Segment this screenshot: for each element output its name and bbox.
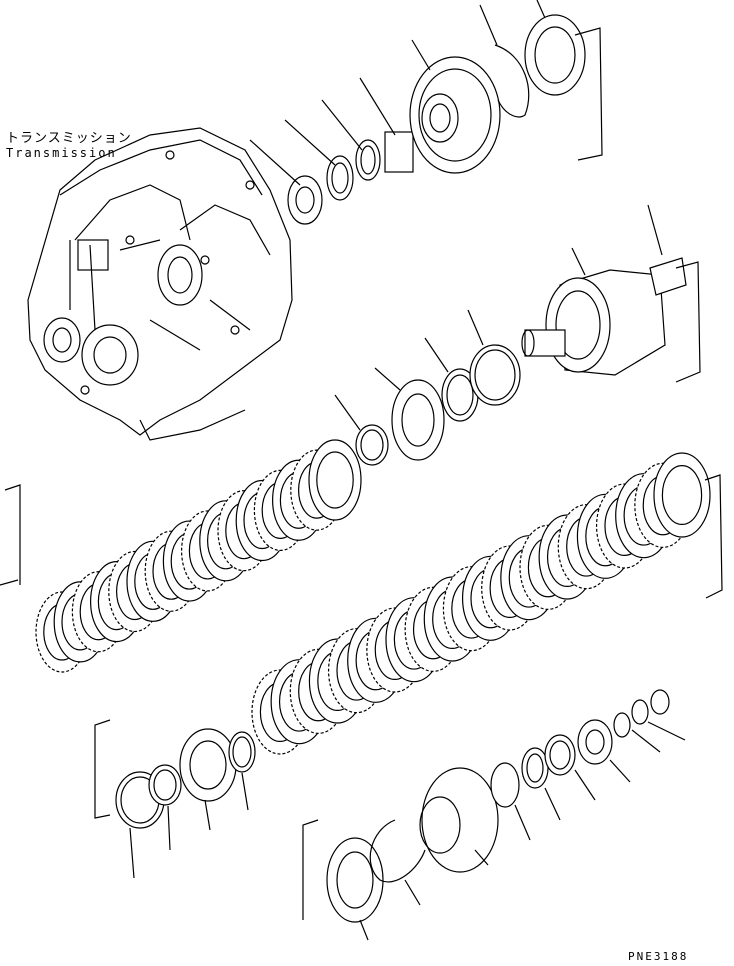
transmission-housing [27,127,293,441]
bracket-right [704,474,723,599]
bracket-left [0,484,21,586]
drawing-code: PNE3188 [628,950,689,963]
middle-rings [334,309,521,466]
clutch-pack-left [35,439,362,673]
bottom-gear-group [302,689,686,941]
title-english: Transmission [6,146,117,160]
title-japanese: トランスミッション [6,131,132,146]
lower-group [94,719,256,879]
top-gear-group [249,0,603,225]
clutch-plate-bore [316,451,354,509]
clutch-plate-bore [661,465,703,526]
clutch-pack-right [251,452,711,755]
clutch-hub-shaft [521,204,701,383]
